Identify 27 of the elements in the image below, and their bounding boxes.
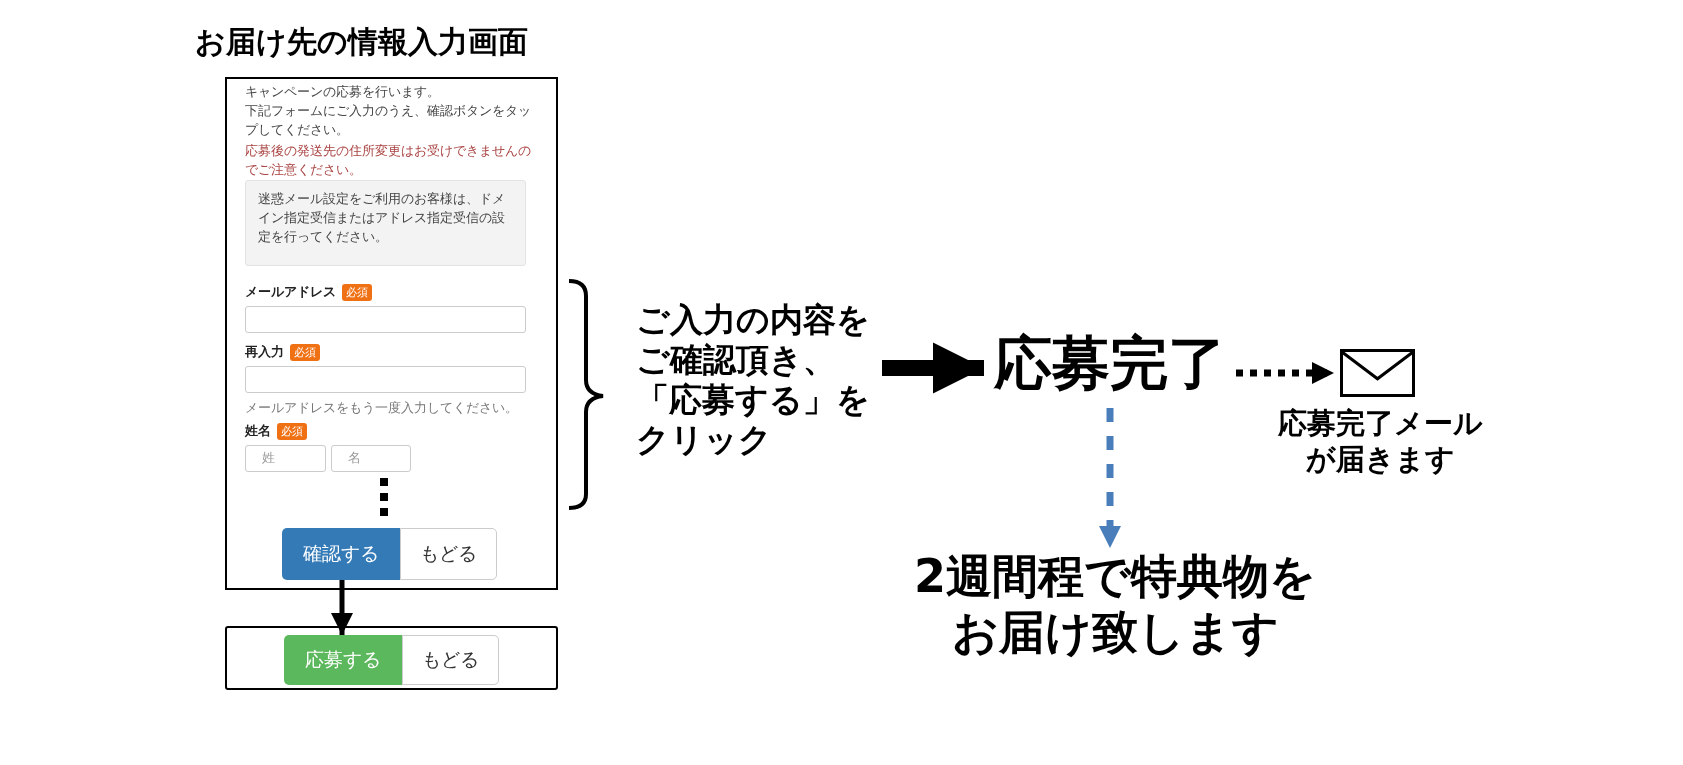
form-button: 確認する: [282, 528, 400, 580]
field-label: メールアドレス: [245, 284, 336, 301]
form-button: もどる: [402, 635, 499, 685]
required-badge: 必須: [290, 344, 320, 361]
notice-panel: 迷惑メール設定をご利用のお客様は、ドメイン指定受信またはアドレス指定受信の設定を行ってください。: [245, 180, 526, 266]
screen-title: お届け先の情報入力画面: [195, 23, 528, 61]
instruction-text: ご入力の内容をご確認頂き、「応募する」をクリック: [636, 300, 876, 480]
input-field: 姓: [245, 445, 326, 472]
form-button: もどる: [400, 528, 497, 580]
arrow: [882, 342, 984, 394]
field-label: 姓名: [245, 423, 271, 440]
result-text: 2週間程で特典物をお届け致します: [895, 548, 1335, 666]
required-badge: 必須: [342, 284, 372, 301]
phone-screen-frame: [225, 626, 558, 690]
form-button: 応募する: [284, 635, 402, 685]
arrow: [331, 580, 353, 635]
input-field: 名: [331, 445, 411, 472]
help-text: メールアドレスをもう一度入力してください。: [245, 399, 519, 417]
warning-text: 応募後の発送先の住所変更はお受けできませんのでご注意ください。: [245, 142, 532, 179]
status-text: 応募完了: [990, 328, 1230, 408]
caption-text: 応募完了メールが届きます: [1276, 405, 1484, 477]
intro-text: キャンペーンの応募を行います。: [245, 83, 441, 101]
input-field: [245, 306, 526, 333]
field-label: 再入力: [245, 344, 284, 361]
input-field: [245, 366, 526, 393]
intro-text: 下記フォームにご入力のうえ、確認ボタンをタップしてください。: [245, 102, 532, 139]
required-badge: 必須: [277, 423, 307, 440]
